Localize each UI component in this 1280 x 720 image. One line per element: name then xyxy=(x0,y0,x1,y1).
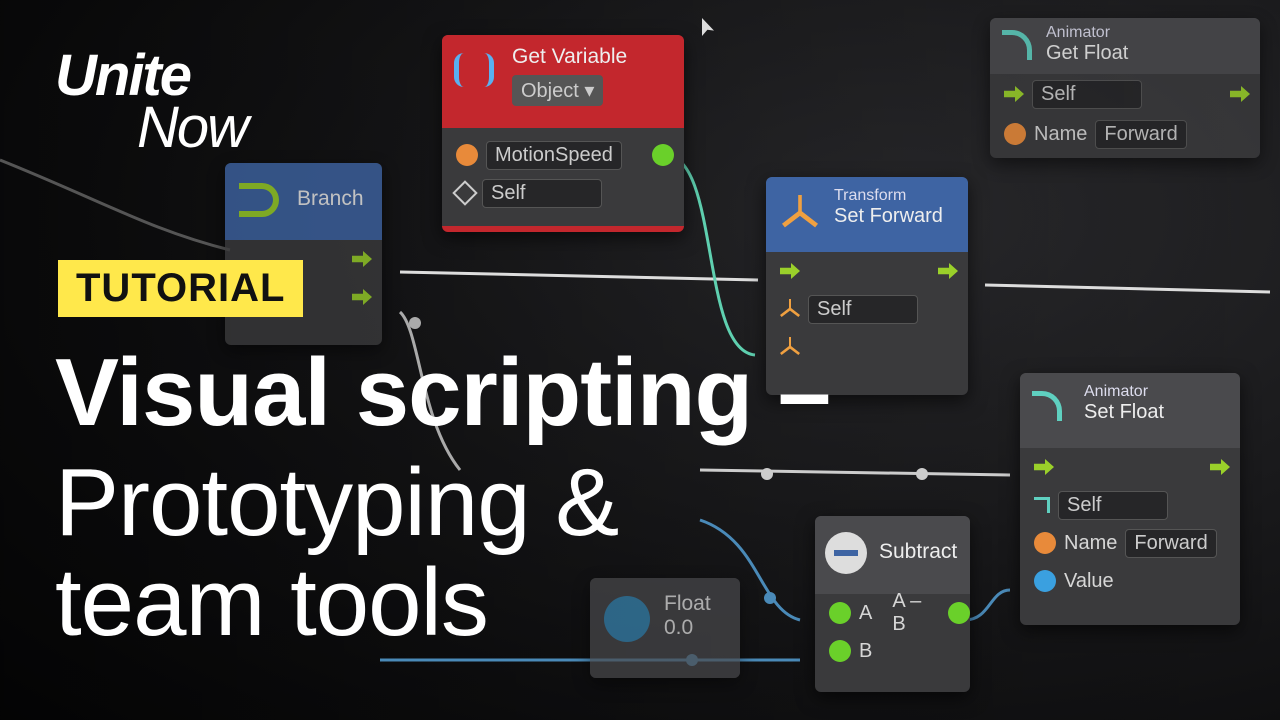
value-label: Value xyxy=(1064,569,1114,592)
name-label: Name xyxy=(1034,122,1088,145)
node-header: Float 0.0 xyxy=(590,578,740,678)
string-port-icon xyxy=(456,144,478,166)
node-header: Animator Get Float xyxy=(990,18,1260,74)
node-header: Animator Set Float xyxy=(1020,373,1240,448)
name-field[interactable]: Forward xyxy=(1125,528,1217,558)
node-category: Animator xyxy=(1046,24,1111,41)
target-field[interactable]: Self xyxy=(808,294,918,324)
input-b-label: B xyxy=(859,639,873,662)
node-category: Transform xyxy=(834,187,907,204)
input-b-port[interactable] xyxy=(829,640,851,662)
float-icon xyxy=(604,596,650,642)
name-label: Name xyxy=(1064,531,1118,554)
wire-knot xyxy=(761,468,773,480)
transform-port-icon xyxy=(780,299,800,317)
string-port-icon xyxy=(1034,532,1056,554)
node-title: Set Forward xyxy=(834,205,943,227)
node-title: Float xyxy=(664,592,711,615)
flow-in[interactable] xyxy=(1004,86,1024,102)
node-header: Get Variable Object ▾ xyxy=(442,35,684,128)
variable-name-dropdown[interactable]: MotionSpeed xyxy=(486,140,622,170)
wire-knot xyxy=(764,592,776,604)
node-header: Branch xyxy=(225,163,382,240)
animator-port-icon xyxy=(1034,497,1050,513)
output-port[interactable] xyxy=(948,602,970,624)
node-title: Subtract xyxy=(879,540,958,563)
wire-data xyxy=(699,518,801,622)
node-title: Get Float xyxy=(1046,42,1129,64)
set-forward-node[interactable]: Transform Set Forward Self xyxy=(766,177,968,395)
wire-data xyxy=(964,588,1011,622)
wire-flow xyxy=(399,270,759,282)
target-field[interactable]: Self xyxy=(482,178,602,208)
cube-icon xyxy=(452,180,478,206)
flow-out-true[interactable] xyxy=(352,251,372,267)
tutorial-badge: TUTORIAL xyxy=(58,260,304,317)
input-a-port[interactable] xyxy=(829,602,851,624)
set-float-node[interactable]: Animator Set Float Self Name Forward Valu… xyxy=(1020,373,1240,625)
wire-knot xyxy=(409,317,421,329)
node-title: Branch xyxy=(297,187,364,210)
node-header: Transform Set Forward xyxy=(766,177,968,252)
code-icon xyxy=(454,53,494,87)
flow-in[interactable] xyxy=(780,263,800,279)
title-line2: Prototyping & xyxy=(55,449,619,556)
wire-flow xyxy=(699,468,1011,477)
flow-out[interactable] xyxy=(1230,86,1250,102)
flow-out[interactable] xyxy=(938,263,958,279)
animator-icon xyxy=(1002,30,1032,60)
float-value[interactable]: 0.0 xyxy=(664,616,694,639)
flow-in[interactable] xyxy=(1034,459,1054,475)
title-line3: team tools xyxy=(55,549,489,656)
target-field[interactable]: Self xyxy=(1058,490,1168,520)
wire-flow xyxy=(984,283,1271,294)
logo-line1: Unite xyxy=(55,43,192,108)
unite-now-logo: Unite Now xyxy=(55,43,249,161)
get-variable-node[interactable]: Get Variable Object ▾ MotionSpeed Self xyxy=(442,35,684,232)
node-title: Set Float xyxy=(1084,401,1165,423)
minus-bar xyxy=(834,550,858,556)
wire-knot xyxy=(916,468,928,480)
output-port[interactable] xyxy=(652,144,674,166)
flow-out-false[interactable] xyxy=(352,289,372,305)
flow-out[interactable] xyxy=(1210,459,1230,475)
node-category: Animator xyxy=(1084,383,1149,400)
wire-flow xyxy=(0,158,231,252)
animator-icon xyxy=(1032,391,1062,421)
wire-flow xyxy=(398,310,462,471)
logo-line2: Now xyxy=(137,95,249,161)
node-title: Get Variable xyxy=(512,45,628,68)
node-header: Subtract xyxy=(815,516,970,594)
name-field[interactable]: Forward xyxy=(1095,119,1187,149)
target-field[interactable]: Self xyxy=(1032,79,1142,109)
string-port-icon xyxy=(1004,123,1026,145)
type-dropdown[interactable]: Object ▾ xyxy=(512,75,604,106)
branch-node[interactable]: Branch xyxy=(225,163,382,345)
subtract-node[interactable]: Subtract A A – B B xyxy=(815,516,970,692)
output-label: A – B xyxy=(892,590,922,635)
input-a-label: A xyxy=(859,601,873,624)
branch-icon xyxy=(239,183,279,217)
minus-icon xyxy=(825,532,867,574)
float-port-icon xyxy=(1034,570,1056,592)
get-float-node[interactable]: Animator Get Float Self Name Forward xyxy=(990,18,1260,158)
transform-icon xyxy=(782,195,818,228)
float-node[interactable]: Float 0.0 xyxy=(590,578,740,678)
title-line1: Visual scripting – xyxy=(55,339,831,446)
